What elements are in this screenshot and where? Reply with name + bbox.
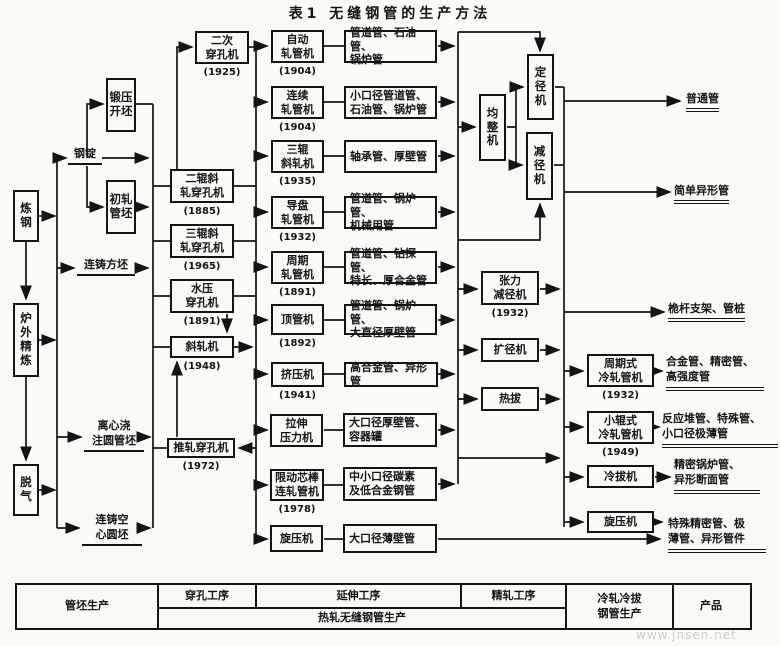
node-automatic-pipe-mill: 自动 轧管机 <box>271 30 324 63</box>
node-continuous-pipe-mill: 连续 轧管机 <box>271 86 324 119</box>
year-label: (1892) <box>279 338 316 349</box>
node-hot-drawing: 热拔 <box>481 387 539 411</box>
label-centrifugal-round-billet: 离心浇 注圆管坯 <box>84 419 144 452</box>
table-divider <box>565 585 567 628</box>
watermark: www.jnsen.net <box>636 628 737 642</box>
node-cold-spinning-machine: 旋压机 <box>587 511 654 533</box>
product-box: 管道管、石油管、 锅炉管 <box>344 26 437 66</box>
table-divider <box>157 607 567 609</box>
node-small-roll-cold-pipe-mill: 小辊式 冷轧管机 <box>587 411 654 444</box>
product-box: 管道管、钻探管、 特长、厚合金管 <box>344 247 437 287</box>
product-box: 大口径薄壁管 <box>343 524 437 553</box>
stage-table: 管坯生产 穿孔工序 延伸工序 精轧工序 热轧无缝钢管生产 冷轧冷拔 钢管生产 产… <box>15 583 752 630</box>
node-guide-disc-pipe-mill: 导盘 轧管机 <box>271 196 324 229</box>
product-box: 大口径厚壁管、 容器罐 <box>343 413 437 447</box>
year-label: (1885) <box>183 206 221 217</box>
node-spinning-machine: 旋压机 <box>270 525 323 552</box>
page-title: 表1 无缝钢管的生产方法 <box>288 6 492 22</box>
year-label: (1972) <box>182 461 220 472</box>
node-ladle-refining: 炉外精炼 <box>13 303 39 377</box>
node-reeler: 均整机 <box>479 94 506 161</box>
node-three-roll-cross-mill: 三辊 斜轧机 <box>271 140 324 173</box>
year-label: (1932) <box>491 308 529 319</box>
node-expanding-mill: 扩径机 <box>481 338 539 362</box>
node-stretch-reducing-mill: 张力 减径机 <box>481 271 539 305</box>
year-label: (1978) <box>278 504 316 515</box>
node-push-bench-mill: 顶管机 <box>271 304 324 335</box>
product-box: 中小口径碳素 及低合金钢管 <box>343 467 437 501</box>
label-cc-hollow-round-billet: 连铸空 心圆坯 <box>82 513 142 546</box>
table-cell-elongating-stage: 延伸工序 <box>336 588 381 602</box>
table-divider <box>460 585 462 607</box>
year-label: (1891) <box>279 287 316 298</box>
label-ingot: 钢锭 <box>68 147 102 165</box>
node-hydraulic-piercing-mill: 水压 穿孔机 <box>170 279 234 313</box>
node-pilger-pipe-mill: 周期 轧管机 <box>271 251 324 284</box>
year-label: (1932) <box>602 390 639 401</box>
final-product: 精密锅炉管、 异形断面管 <box>674 457 760 494</box>
final-product: 特殊精密管、极 薄管、异形管件 <box>668 516 766 553</box>
table-cell-billet-production: 管坯生产 <box>65 599 109 613</box>
node-retained-mandrel-mill: 限动芯棒 连轧管机 <box>270 469 324 501</box>
year-label: (1948) <box>183 361 221 372</box>
node-steelmaking: 炼钢 <box>13 190 39 242</box>
node-cold-drawing-machine: 冷拔机 <box>587 465 654 488</box>
product-box: 高合金管、异形管 <box>344 361 438 388</box>
year-label: (1904) <box>279 122 316 133</box>
product-box: 管道管、锅炉管、 大直径厚壁管 <box>344 299 437 339</box>
final-product: 普通管 <box>686 91 719 113</box>
node-sizing-mill: 定径机 <box>527 54 554 120</box>
table-cell-piercing-stage: 穿孔工序 <box>185 588 229 602</box>
product-box: 轴承管、厚壁管 <box>344 140 437 173</box>
year-label: (1925) <box>203 67 241 78</box>
table-cell-cold-production: 冷轧冷拔 钢管生产 <box>597 592 642 620</box>
year-label: (1949) <box>602 447 639 458</box>
year-label: (1941) <box>279 390 316 401</box>
year-label: (1891) <box>183 316 221 327</box>
node-cross-rolling-mill: 斜轧机 <box>170 336 234 358</box>
table-cell-finish-rolling-stage: 精轧工序 <box>491 588 536 602</box>
node-three-roll-cross-piercing-mill: 三辊斜 轧穿孔机 <box>170 224 234 258</box>
node-rolled-billet: 初轧管坯 <box>106 180 136 234</box>
node-second-piercing-mill: 二次 穿孔机 <box>195 31 249 64</box>
table-cell-product: 产品 <box>700 599 722 613</box>
node-reducing-mill: 减径机 <box>526 132 553 200</box>
final-product: 反应堆管、特殊管、 小口径极薄管 <box>662 411 778 448</box>
table-divider <box>255 585 257 607</box>
node-extrusion-press: 挤压机 <box>271 362 324 387</box>
final-product: 简单异形管 <box>674 183 729 205</box>
final-product: 合金管、精密管、 高强度管 <box>666 354 764 391</box>
table-divider <box>157 585 159 628</box>
node-push-rolling-piercing-mill: 推轧穿孔机 <box>167 438 235 458</box>
year-label: (1904) <box>279 66 316 77</box>
label-cc-square-billet: 连铸方坯 <box>77 258 135 276</box>
node-forged-bloom: 锻压开坯 <box>106 78 136 132</box>
node-periodic-cold-pipe-mill: 周期式 冷轧管机 <box>587 354 654 387</box>
node-degassing: 脱气 <box>13 464 39 516</box>
year-label: (1932) <box>279 232 316 243</box>
product-box: 管道管、锅炉管、 机械用管 <box>344 192 437 232</box>
table-divider <box>672 585 674 628</box>
node-two-roll-cross-piercing-mill: 二辊斜 轧穿孔机 <box>170 169 234 203</box>
year-label: (1965) <box>183 261 221 272</box>
table-cell-hot-rolled-production: 热轧无缝钢管生产 <box>318 611 406 625</box>
final-product: 桅杆支架、管桩 <box>668 301 745 323</box>
product-box: 小口径管道管、 石油管、锅炉管 <box>344 86 437 119</box>
year-label: (1935) <box>279 176 316 187</box>
node-draw-press: 拉伸 压力机 <box>270 414 323 447</box>
